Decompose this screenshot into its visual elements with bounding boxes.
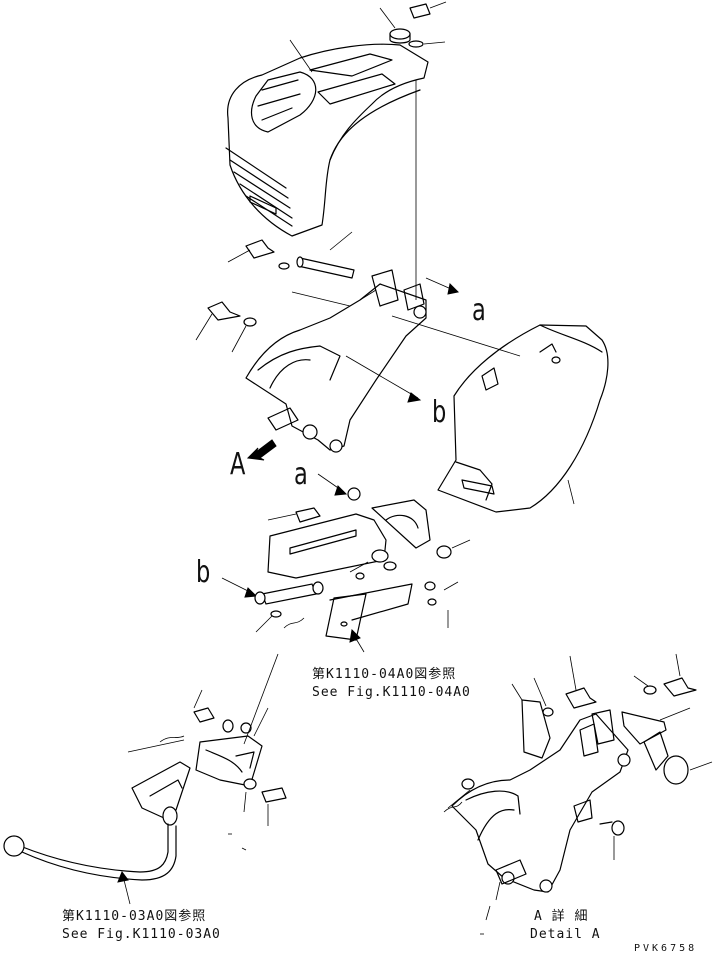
callout-label-a-top: a bbox=[472, 293, 486, 328]
detail-a-title-en: Detail A bbox=[530, 927, 601, 942]
cover-bolt bbox=[379, 1, 447, 300]
lower-bracket bbox=[127, 653, 287, 826]
callout-label-b-top: b bbox=[432, 395, 447, 430]
slide-plate bbox=[267, 487, 471, 641]
side-cover bbox=[391, 315, 609, 513]
pin-and-bolts bbox=[195, 231, 355, 353]
detail-a-title-jp: A 詳 細 bbox=[534, 909, 589, 924]
stray-marks bbox=[228, 833, 484, 935]
reference-k1110-04a0-en: See Fig.K1110-04A0 bbox=[312, 685, 471, 700]
drawing-code: PVK6758 bbox=[634, 943, 698, 954]
gas-spring bbox=[254, 561, 369, 633]
lever-handle bbox=[3, 761, 191, 905]
callout-label-a-mid: a bbox=[294, 457, 308, 492]
console-cover bbox=[225, 39, 429, 237]
detail-a bbox=[443, 653, 713, 921]
reference-arrow bbox=[349, 628, 365, 653]
callout-arrows bbox=[221, 277, 460, 598]
reference-k1110-04a0-jp: 第K1110-04A0図参照 bbox=[312, 667, 457, 682]
callout-label-view-a: A bbox=[230, 447, 246, 482]
callout-label-b-mid: b bbox=[196, 555, 211, 590]
reference-k1110-03a0-jp: 第K1110-03A0図参照 bbox=[62, 909, 207, 924]
reference-k1110-03a0-en: See Fig.K1110-03A0 bbox=[62, 927, 221, 942]
view-direction-arrow-icon bbox=[246, 439, 277, 461]
lever-bracket bbox=[245, 269, 427, 453]
